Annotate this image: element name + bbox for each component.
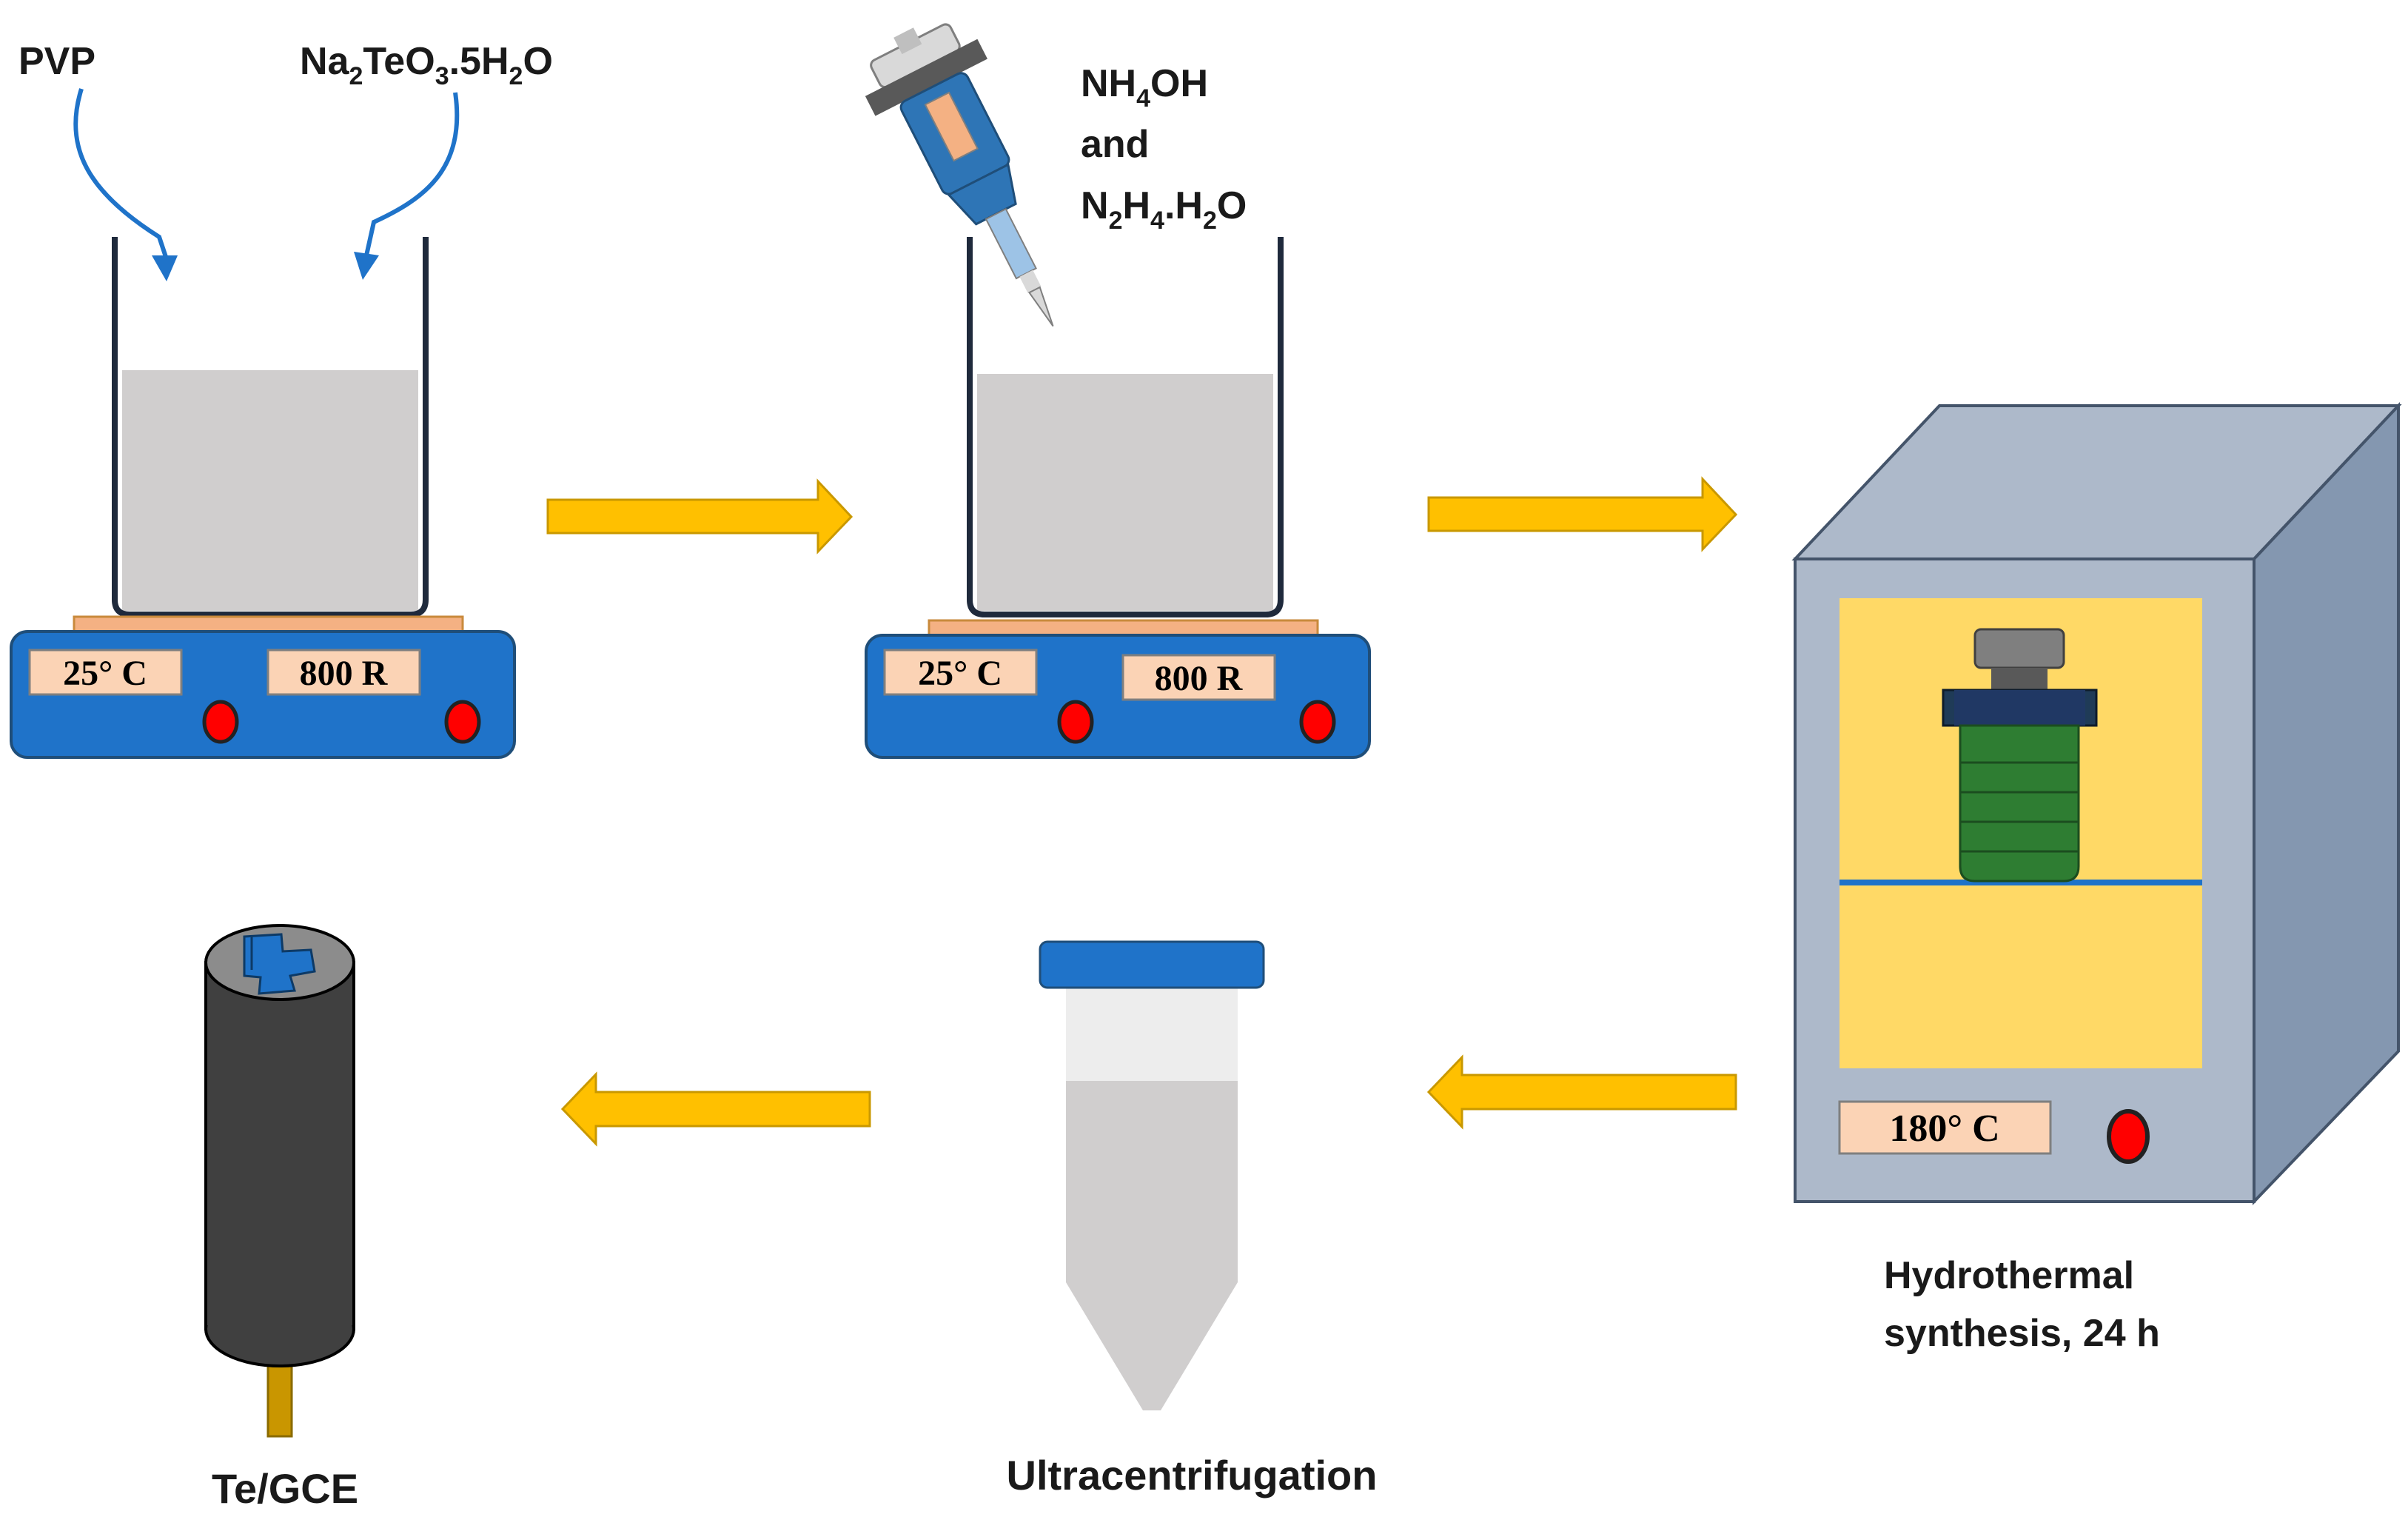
autoclave-icon [1942,628,2098,883]
temperature-readout: 25° C [918,654,1002,693]
precursor-label: Na2TeO3.5H2O [300,40,553,90]
oven-knob-icon [2107,1109,2150,1164]
temperature-display [28,649,183,696]
flow-arrow-icon [546,478,853,555]
beaker-liquid [977,374,1273,611]
oven-icon: 180° C [1791,401,2402,1205]
flow-arrow-icon [560,1071,871,1147]
precursor-arrowhead-icon [354,252,379,280]
step2-group: NH4OH and N2H4.H2O 25° C 800 R [865,23,1371,759]
speed-readout: 800 R [300,654,389,693]
step1-group: PVP Na2TeO3.5H2O 25° C 800 R [10,40,553,759]
speed-display [266,649,421,696]
temperature-readout: 25° C [63,654,147,693]
flow-arrow-icon [1427,476,1738,552]
flow-arrow-icon [1426,1054,1737,1130]
temperature-knob-icon [1057,700,1094,744]
pvp-label: PVP [19,40,95,83]
electrode-icon [204,924,355,1438]
tellurium-deposit-icon [243,933,316,995]
speed-readout: 800 R [1155,659,1244,698]
oven-temperature-readout: 180° C [1889,1108,1999,1150]
speed-knob-icon [1299,700,1336,744]
tube-liquid [1066,1081,1238,1282]
pvp-curved-arrow [73,88,169,260]
reducer-label-line3: N2H4.H2O [1081,184,1247,235]
speed-knob-icon [444,700,481,744]
hotplate-stirrer-icon: 25° C 800 R [10,615,516,759]
speed-display [1121,654,1276,701]
pvp-arrowhead-icon [152,255,178,281]
electrode-label: Te/GCE [212,1465,358,1512]
reducer-label-line2: and [1081,123,1149,166]
beaker-icon [112,237,429,617]
temperature-display [883,649,1038,696]
centrifuge-tube-icon [1039,940,1265,1410]
oven-temperature-display [1838,1100,2052,1155]
ultracentrifugation-label: Ultracentrifugation [1007,1452,1378,1498]
precursor-curved-arrow [364,92,460,256]
pipette-icon [865,23,1054,327]
temperature-knob-icon [202,700,239,744]
reducer-label-line1: NH4OH [1081,62,1208,113]
beaker-icon [967,237,1284,617]
hydrothermal-label-line2: synthesis, 24 h [1884,1312,2160,1355]
beaker-liquid [122,370,418,611]
hydrothermal-label-line1: Hydrothermal [1884,1254,2134,1297]
hotplate-stirrer-icon: 25° C 800 R [865,619,1371,759]
